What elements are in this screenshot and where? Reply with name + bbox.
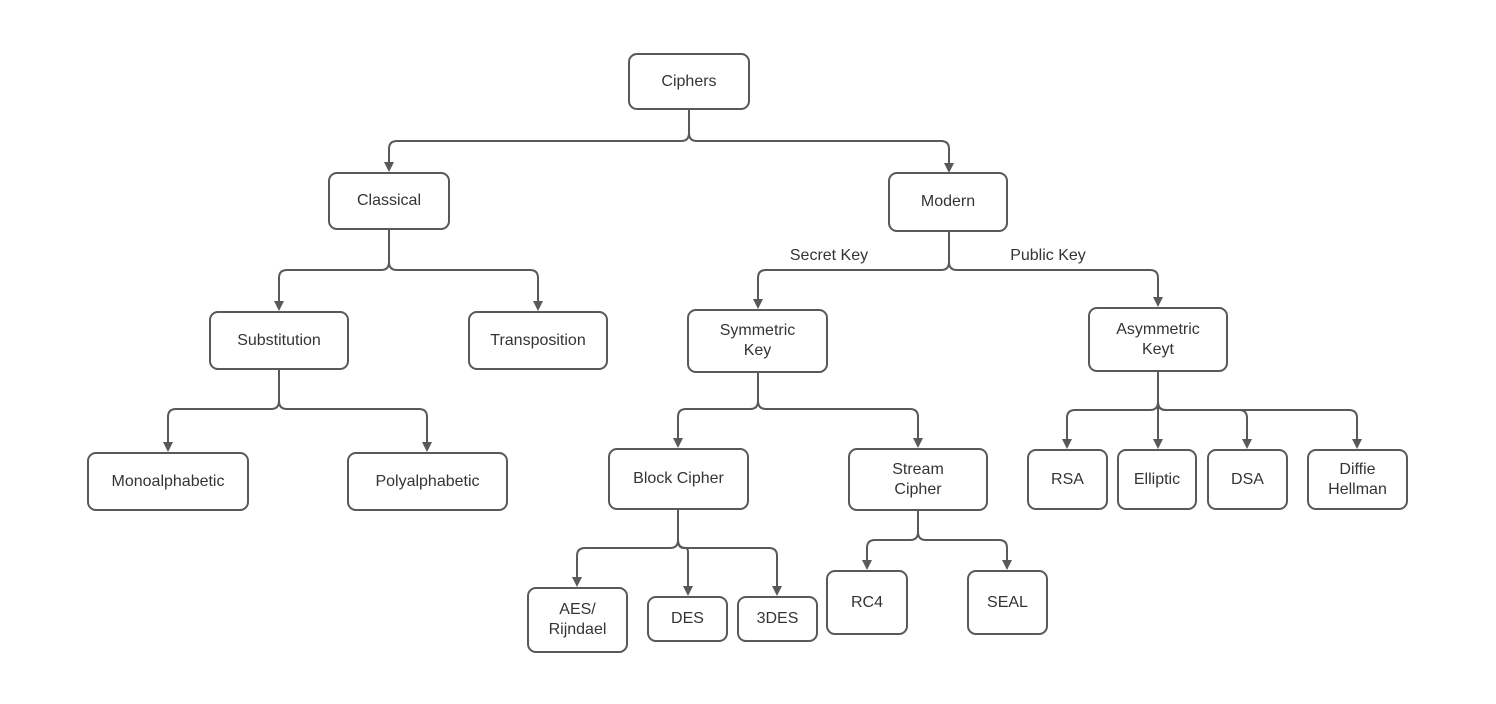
node-diffie-hellman: Diffie Hellman: [1307, 449, 1408, 510]
node-stream-cipher: Stream Cipher: [848, 448, 988, 511]
node-rsa: RSA: [1027, 449, 1108, 510]
connector-substitution-polyalphabetic: [278, 370, 432, 452]
connector-block-aes: [572, 510, 679, 587]
connector-block-des: [677, 510, 693, 596]
node-dsa: DSA: [1207, 449, 1288, 510]
connector-block-3des: [677, 510, 782, 596]
connector-stream-seal: [917, 511, 1012, 570]
node-rc4: RC4: [826, 570, 908, 635]
node-elliptic: Elliptic: [1117, 449, 1197, 510]
node-polyalphabetic: Polyalphabetic: [347, 452, 508, 511]
node-asymmetric-key: Asymmetric Keyt: [1088, 307, 1228, 372]
connector-asymmetric-rsa: [1062, 372, 1159, 449]
node-des: DES: [647, 596, 728, 642]
connector-classical-substitution: [274, 230, 390, 311]
node-aes-rijndael: AES/ Rijndael: [527, 587, 628, 653]
node-ciphers: Ciphers: [628, 53, 750, 110]
edge-label-secret-key: Secret Key: [789, 247, 869, 264]
node-3des: 3DES: [737, 596, 818, 642]
node-classical: Classical: [328, 172, 450, 230]
node-monoalphabetic: Monoalphabetic: [87, 452, 249, 511]
connector-stream-rc4: [862, 511, 919, 570]
connector-asymmetric-dsa: [1157, 372, 1252, 449]
node-substitution: Substitution: [209, 311, 349, 370]
node-seal: SEAL: [967, 570, 1048, 635]
node-symmetric-key: Symmetric Key: [687, 309, 828, 373]
node-block-cipher: Block Cipher: [608, 448, 749, 510]
connector-modern-asymmetric: [948, 232, 1163, 307]
connector-ciphers-classical: [384, 110, 690, 172]
edge-label-public-key: Public Key: [1010, 247, 1086, 264]
connector-substitution-monoalphabetic: [163, 370, 280, 452]
node-modern: Modern: [888, 172, 1008, 232]
node-transposition: Transposition: [468, 311, 608, 370]
connector-symmetric-block: [673, 373, 759, 448]
connector-symmetric-stream: [757, 373, 923, 448]
connector-classical-transposition: [388, 230, 543, 311]
connector-ciphers-modern: [688, 110, 954, 173]
connector-modern-symmetric: [753, 232, 950, 309]
connector-asymmetric-diffie: [1157, 372, 1362, 449]
